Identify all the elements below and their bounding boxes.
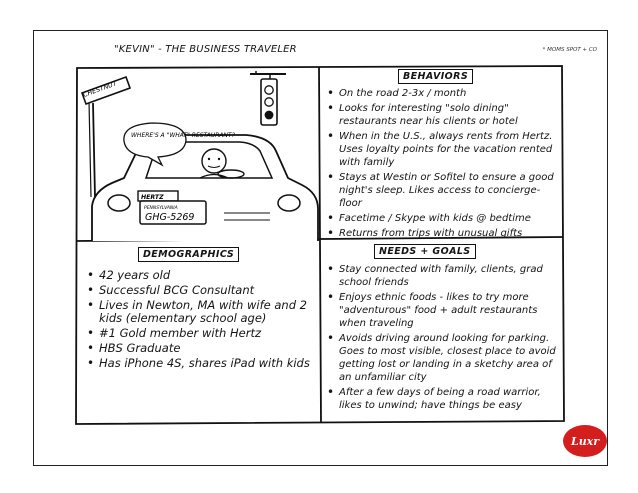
list-item: Stay connected with family, clients, gra… [326,263,558,289]
traffic-light-icon [250,71,286,126]
persona-slide: "KEVIN" - THE BUSINESS TRAVELER * MOMS S… [33,30,608,466]
list-item: Enjoys ethnic foods - likes to try more … [326,291,558,330]
list-item: After a few days of being a road warrior… [326,386,558,412]
sketch-frame: CHESTNUT WHERE'S A "WHAT" RESTAURANT? HE… [75,65,565,425]
list-item: Returns from trips with unusual gifts [326,227,560,240]
list-item: Has iPhone 4S, shares iPad with kids [86,357,312,371]
list-item: Stays at Westin or Sofitel to ensure a g… [326,171,560,210]
list-item: Avoids driving around looking for parkin… [326,332,558,384]
list-item: HBS Graduate [86,342,312,356]
luxr-logo: Luxr [563,425,607,457]
plate-number-text: GHG-5269 [145,212,194,223]
list-item: On the road 2-3x / month [326,87,560,100]
list-item: Looks for interesting "solo dining" rest… [326,102,560,128]
list-item: #1 Gold member with Hertz [86,327,312,341]
speech-bubble-text: WHERE'S A "WHAT" RESTAURANT? [131,132,236,139]
header-note: * MOMS SPOT + CO [542,47,597,53]
list-item: Successful BCG Consultant [86,284,312,298]
list-item: Lives in Newton, MA with wife and 2 kids… [86,299,312,325]
list-item: When in the U.S., always rents from Hert… [326,130,560,169]
street-sign-icon [80,75,132,198]
plate-state-text: PENNSYLVANIA [144,205,178,211]
car-illustration [91,122,319,241]
list-item: 42 years old [86,269,312,283]
needs-goals-heading: NEEDS + GOALS [374,244,476,259]
behaviors-heading: BEHAVIORS [398,69,474,84]
demographics-heading: DEMOGRAPHICS [138,247,240,262]
demographics-list: 42 years old Successful BCG Consultant L… [86,269,312,372]
needs-goals-list: Stay connected with family, clients, gra… [326,263,558,414]
list-item: Facetime / Skype with kids @ bedtime [326,212,560,225]
behaviors-list: On the road 2-3x / month Looks for inter… [326,87,560,242]
car-badge-text: HERTZ [141,194,164,201]
persona-title: "KEVIN" - THE BUSINESS TRAVELER [114,44,297,55]
